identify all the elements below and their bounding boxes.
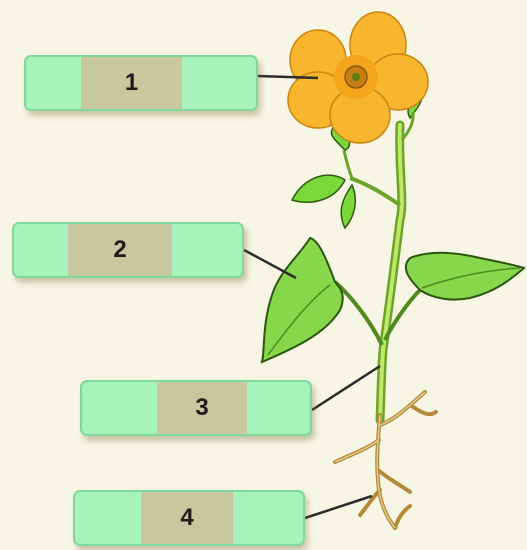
root-branch-6 (393, 504, 412, 530)
plant-branch-top (400, 111, 415, 141)
roots-highlight (334, 391, 426, 529)
label-box-4[interactable]: 4 (73, 490, 305, 546)
label-number-1: 1 (81, 57, 182, 109)
big-leaf-left-vein (267, 284, 331, 356)
pointer-line-2 (243, 248, 297, 280)
right-leaf-stalk (383, 288, 422, 341)
plant-stem-highlight (378, 123, 404, 422)
small-leaf-1 (290, 174, 346, 203)
big-leaf-right-vein (421, 267, 521, 289)
label-number-3: 3 (157, 382, 247, 434)
flower-pistil (352, 73, 360, 81)
label-box-3[interactable]: 3 (80, 380, 312, 436)
small-leaf-2 (340, 183, 357, 230)
pointer-line-1 (257, 74, 319, 80)
big-leaf-left (260, 236, 344, 364)
pointer-line-3 (311, 364, 381, 412)
plant-branch-upper-2 (342, 149, 354, 179)
plant-branch-upper (349, 176, 402, 207)
pointer-line-4 (304, 494, 373, 520)
label-box-1[interactable]: 1 (24, 55, 258, 111)
root-branch-4 (376, 468, 412, 494)
roots (333, 390, 438, 530)
flower (287, 11, 429, 144)
label-box-2[interactable]: 2 (12, 222, 244, 278)
label-number-2: 2 (68, 224, 172, 276)
label-number-4: 4 (141, 492, 233, 544)
root-branch-5 (358, 488, 382, 517)
root-branch-2 (408, 403, 438, 417)
